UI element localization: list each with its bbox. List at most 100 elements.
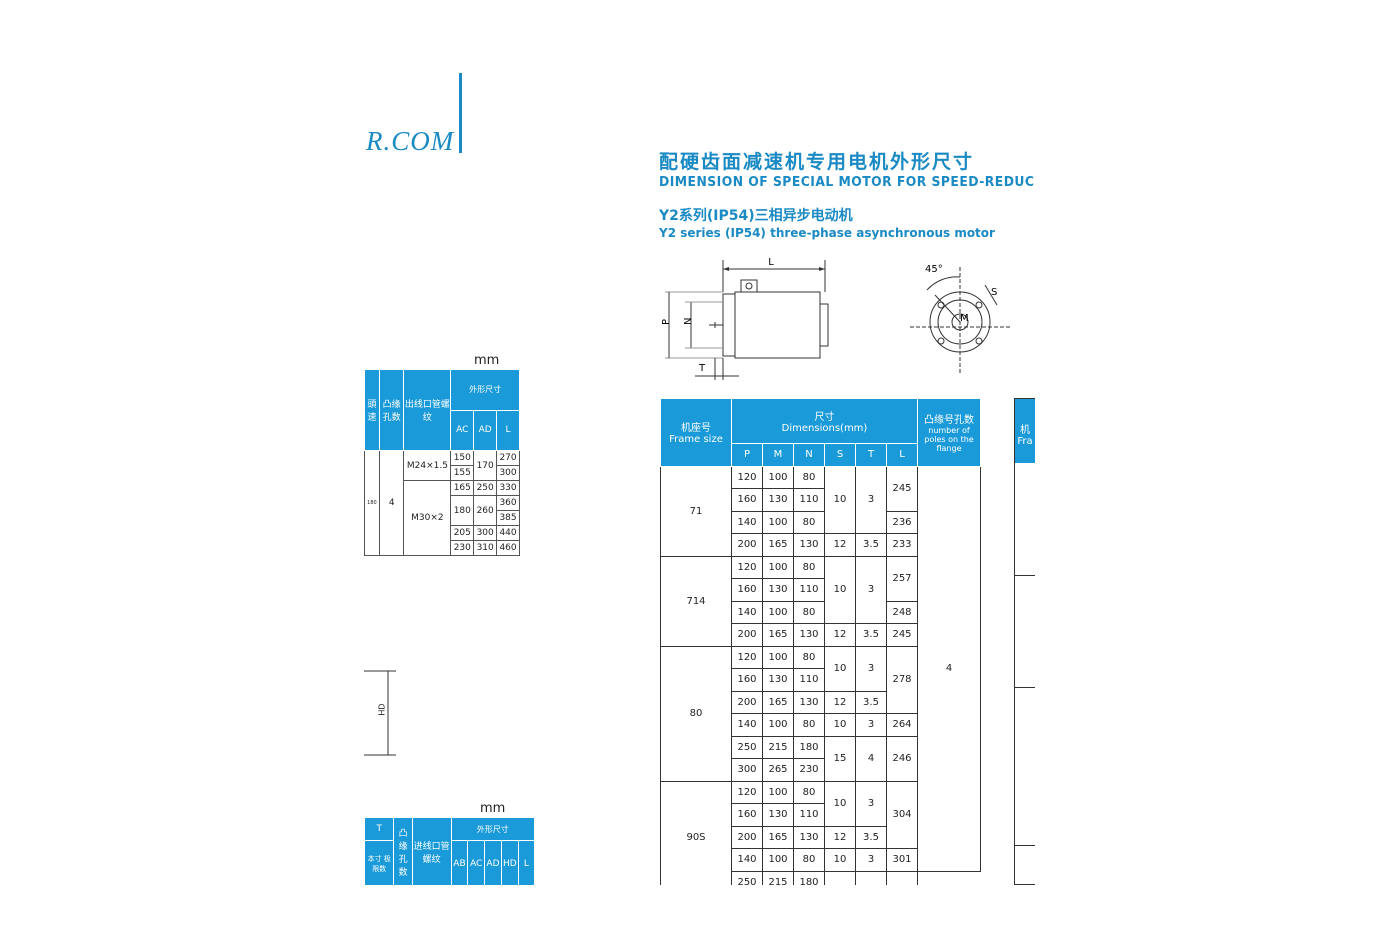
cell: 246 xyxy=(886,735,918,782)
hd-dimension-bracket xyxy=(364,670,396,756)
cell: 215 xyxy=(762,735,794,759)
cell: 100 xyxy=(762,713,794,737)
cell: 165 xyxy=(450,480,475,496)
cell: 165 xyxy=(762,623,794,647)
cell: 140 xyxy=(731,600,763,624)
cell: 3.5 xyxy=(855,623,887,647)
cell: 130 xyxy=(793,690,825,714)
logo-fragment: R.COM xyxy=(366,126,455,156)
cell: 120 xyxy=(731,465,763,489)
col-group: 外形尺寸 xyxy=(450,817,536,841)
col-clip: 頭速 xyxy=(364,369,380,451)
cell: 3.5 xyxy=(855,825,887,849)
cell: 120 xyxy=(731,555,763,579)
cell: 130 xyxy=(793,623,825,647)
cell: 440 xyxy=(496,525,520,541)
cell: 278 xyxy=(886,645,918,714)
thread-cell-2: M30×2 xyxy=(403,480,452,556)
cell: 165 xyxy=(762,690,794,714)
cell: 330 xyxy=(496,480,520,496)
cell: 160 xyxy=(731,668,763,692)
col-clip: 本寸 极限数 xyxy=(363,840,395,887)
col-ac: AC xyxy=(450,409,475,451)
cell: 170 xyxy=(473,450,498,481)
cell: 3 xyxy=(855,780,887,827)
cell: 140 xyxy=(731,848,763,872)
cell: 300 xyxy=(731,758,763,782)
cell: 80 xyxy=(793,780,825,804)
cell: 10 xyxy=(824,713,856,737)
cell: 155 xyxy=(450,465,475,481)
cell: 100 xyxy=(762,555,794,579)
col-l: L xyxy=(886,443,918,467)
cell: 12 xyxy=(824,825,856,849)
cell: 130 xyxy=(762,668,794,692)
angle-label: 45° xyxy=(925,264,943,275)
cell: 310 xyxy=(473,540,498,556)
col-thread: 进线口管螺纹 xyxy=(411,817,452,887)
cell: 10 xyxy=(824,465,856,534)
left-bottom-table: T 凸缘孔数 进线口管螺纹 外形尺寸 本寸 极限数 AB AC AD HD L xyxy=(363,817,536,887)
cell: 110 xyxy=(793,803,825,827)
cell: 150 xyxy=(450,450,475,466)
cell: 250 xyxy=(473,480,498,496)
subtitle-cn: Y2系列(IP54)三相异步电动机 xyxy=(659,208,853,224)
col-l: L xyxy=(496,409,520,451)
col-group: 外形尺寸 xyxy=(450,369,520,411)
cell: 264 xyxy=(886,713,918,737)
col-hd: HD xyxy=(500,840,519,887)
cell: 130 xyxy=(762,803,794,827)
cell: 301 xyxy=(886,848,918,872)
col-holes: 凸缘孔数 xyxy=(393,817,413,887)
col-thread: 出线口管螺纹 xyxy=(403,369,452,451)
cell: 140 xyxy=(731,510,763,534)
col-n: N xyxy=(793,443,825,467)
cell: 3 xyxy=(855,465,887,534)
cell: 230 xyxy=(450,540,475,556)
cell: 12 xyxy=(824,623,856,647)
cell: 120 xyxy=(731,645,763,669)
col-ad: AD xyxy=(473,409,498,451)
col-ac: AC xyxy=(467,840,486,887)
subtitle-en: Y2 series (IP54) three-phase asynchronou… xyxy=(659,226,995,240)
cell: 100 xyxy=(762,465,794,489)
left-top-table: 頭速 凸缘孔数 出线口管螺纹 外形尺寸 AC AD L 180 4 M24×1.… xyxy=(364,369,520,556)
holes-cell: 4 xyxy=(917,465,981,872)
cell: 3 xyxy=(855,848,887,872)
cell: 230 xyxy=(793,758,825,782)
cell: 130 xyxy=(793,533,825,557)
cell: 160 xyxy=(731,488,763,512)
frame-cell: 90S xyxy=(660,780,732,894)
cell: 80 xyxy=(793,713,825,737)
col-p: P xyxy=(731,443,763,467)
cell: 110 xyxy=(793,488,825,512)
cell: 140 xyxy=(731,713,763,737)
unit-label-top: mm xyxy=(474,353,500,368)
col-ad: AD xyxy=(484,840,502,887)
col-t: T xyxy=(855,443,887,467)
cell: 300 xyxy=(496,465,520,481)
cell: 205 xyxy=(450,525,475,541)
cell: 110 xyxy=(793,578,825,602)
cell: 3.5 xyxy=(855,690,887,714)
dim-t-label: T xyxy=(698,363,706,374)
cell: 10 xyxy=(824,848,856,872)
crop-mask-bottom xyxy=(0,885,1400,950)
cell: 165 xyxy=(762,533,794,557)
cell: 80 xyxy=(793,848,825,872)
dim-s-label: S xyxy=(991,287,997,298)
cell: 257 xyxy=(886,555,918,602)
thread-cell-1: M24×1.5 xyxy=(403,450,452,481)
cell: 15 xyxy=(824,735,856,782)
cell: 460 xyxy=(496,540,520,556)
frame-cell: 714 xyxy=(660,555,732,647)
frame-cell: 71 xyxy=(660,465,732,557)
frame-cell: 80 xyxy=(660,645,732,782)
cell: 200 xyxy=(731,623,763,647)
cell: 236 xyxy=(886,510,918,534)
crop-mask-right xyxy=(1035,0,1400,950)
